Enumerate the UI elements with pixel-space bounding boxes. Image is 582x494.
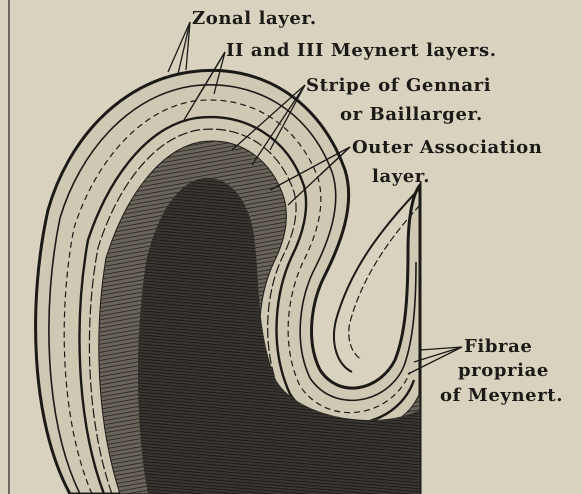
- label-outer-association-line2: layer.: [372, 166, 430, 187]
- label-fibrae-line1: Fibrae: [464, 336, 532, 357]
- label-fibrae-line3: of Meynert.: [440, 385, 563, 406]
- label-meynert-layers: II and III Meynert layers.: [226, 40, 497, 61]
- label-outer-association-line1: Outer Association: [352, 137, 542, 158]
- label-gennari-line2: or Baillarger.: [340, 104, 483, 125]
- label-gennari-line1: Stripe of Gennari: [306, 75, 491, 96]
- label-fibrae-line2: propriae: [458, 360, 549, 381]
- label-zonal-layer: Zonal layer.: [192, 8, 317, 29]
